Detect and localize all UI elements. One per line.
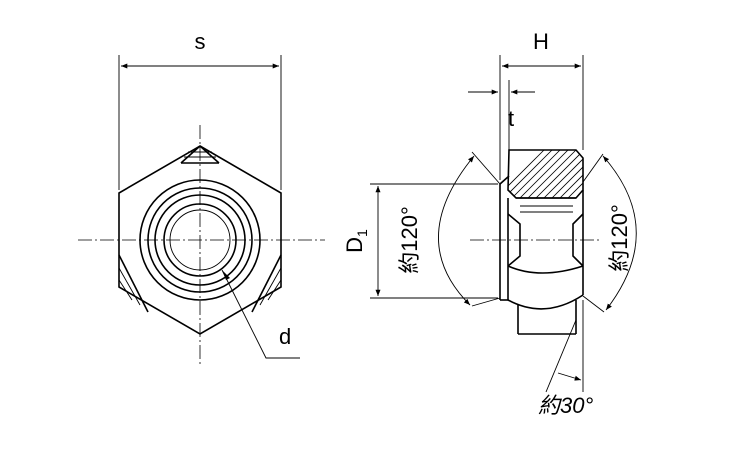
hex-flat-upper	[507, 213, 521, 267]
svg-text:D1: D1	[342, 229, 370, 253]
t-label: t	[508, 106, 514, 131]
chamfer-marks	[118, 145, 282, 313]
angle-left-group: 約120°	[397, 206, 422, 274]
angle-left-ray-top	[471, 151, 501, 185]
projection-top	[499, 175, 510, 185]
angle-right-ray-bottom	[582, 295, 605, 313]
angle-left-arc	[438, 155, 475, 306]
d-leader	[221, 269, 300, 359]
side-view: H t D1 約120° 約120° 約30°	[342, 29, 637, 418]
section-hatching	[508, 150, 583, 198]
angle-30-ray-slant	[545, 319, 577, 393]
angle-30-arrow	[557, 372, 582, 381]
angle-right-group: 約120°	[607, 204, 632, 272]
outer-boss-circle	[139, 179, 261, 301]
thread-circle	[163, 203, 237, 277]
top-view: s d	[78, 29, 325, 365]
d-leader-arrow	[222, 270, 230, 280]
angle-left-label: 約120°	[397, 206, 422, 274]
angle-left-ray-bottom	[471, 297, 501, 307]
hex-flat-right	[572, 213, 584, 267]
hex-curve-mid	[507, 265, 584, 274]
boss-circle	[147, 187, 253, 293]
hex-outline	[118, 145, 282, 335]
s-label: s	[195, 29, 206, 54]
hex-curve-bottom	[507, 294, 584, 310]
d-label: d	[279, 324, 291, 349]
angle-bottom-label: 約30°	[538, 393, 593, 418]
D1-subscript: 1	[354, 229, 370, 237]
section-outline	[507, 149, 584, 199]
angle-right-ray-top	[582, 153, 604, 183]
angle-right-arc	[602, 155, 637, 311]
angle-right-label: 約120°	[607, 204, 632, 272]
thread-root-circle	[169, 209, 231, 271]
D1-label: D	[342, 237, 367, 253]
H-label: H	[533, 29, 549, 54]
D1-label-group: D1	[342, 229, 370, 253]
chamfer-circle	[154, 194, 246, 286]
